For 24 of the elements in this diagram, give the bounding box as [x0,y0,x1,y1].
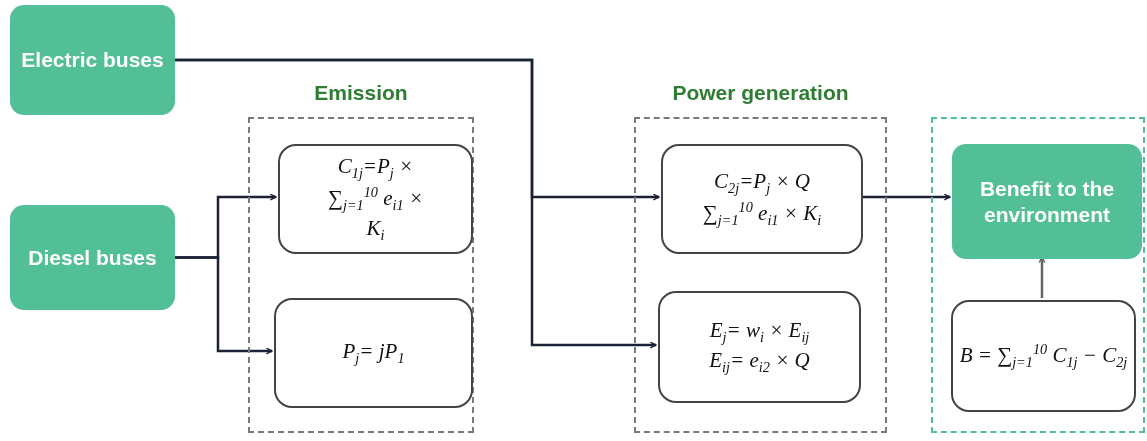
process-box [10,205,175,310]
box-label: Diesel buses [28,244,157,271]
formula-box [278,144,473,254]
group-heading: Emission [313,81,409,105]
formula-box [951,300,1136,412]
box-label: Electric buses [21,47,164,73]
process-box [952,144,1142,259]
formula-text: P$_{j}$= jP$_{1}$ [342,338,405,368]
group-heading: Power generation [671,81,850,105]
arrow [1038,256,1046,298]
formula-box [274,298,473,408]
formula-text: B = ∑$_{j=1}$$^{10}$ C$_{1j}$ − C$_{2j}$ [959,340,1128,372]
formula-text: E$_{j}$= w$_{i}$ × E$_{ij}$ [709,317,810,347]
group-box [931,117,1145,433]
formula-box [661,144,863,254]
process-box [10,5,175,115]
formula-text: E$_{ij}$= e$_{i2}$ × Q [709,347,810,377]
formula-text: C$_{1j}$=P$_{j}$ × ∑$_{j=1}$$^{10}$ e$_{i1}$ × K$_{i}$ [326,153,425,245]
arrow [175,58,657,349]
formula-box [658,291,861,403]
box-label: Benefit to the environment [978,176,1116,227]
formula-text: C$_{2j}$=P$_{j}$ × Q ∑$_{j=1}$$^{10}$ e$_{i1}$ × K$_{i}$ [701,168,823,230]
arrow [861,193,951,201]
arrow [175,256,273,355]
